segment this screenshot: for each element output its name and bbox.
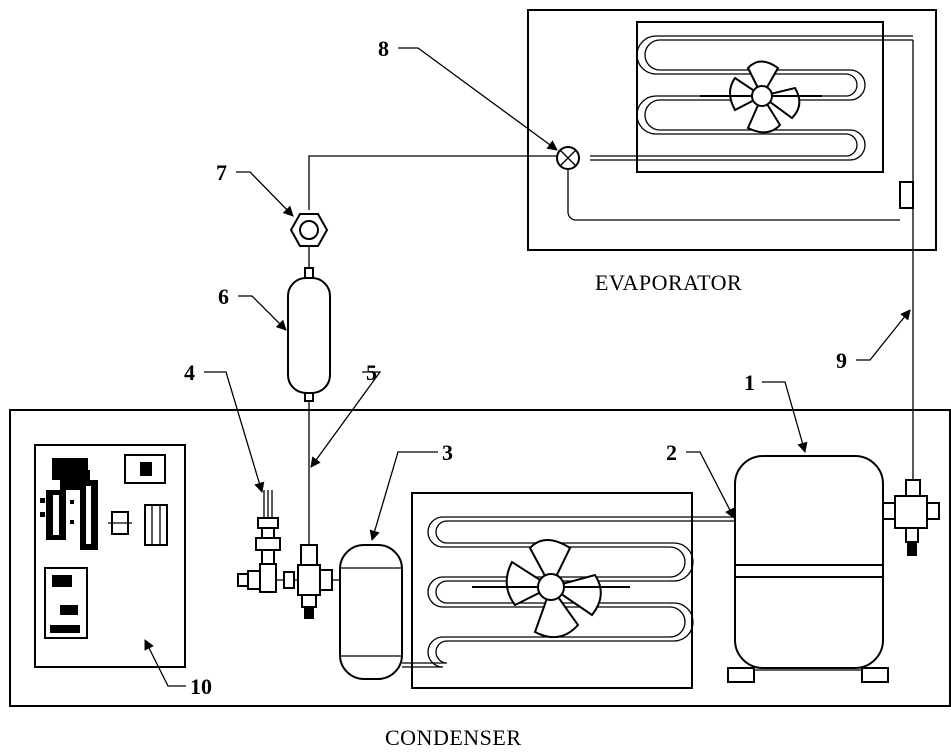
callout-4: 4 (184, 360, 195, 385)
callout-10: 10 (190, 674, 212, 699)
expansion-valve-icon (556, 146, 580, 170)
liquid-line (308, 155, 557, 210)
compressor (727, 455, 940, 683)
condenser-fan-icon (472, 539, 630, 639)
callout-leaders (144, 47, 911, 687)
callout-9: 9 (836, 348, 847, 373)
evaporator-fan-icon (700, 60, 822, 134)
callout-5: 5 (366, 360, 377, 385)
sensing-bulb (899, 181, 914, 209)
callout-7: 7 (216, 160, 227, 185)
condenser-unit (9, 409, 951, 707)
filter-drier (287, 246, 331, 545)
evaporator-label: EVAPORATOR (595, 270, 742, 295)
callout-8: 8 (378, 36, 389, 61)
callout-2: 2 (666, 440, 677, 465)
callout-3: 3 (442, 440, 453, 465)
pressure-switch (237, 490, 300, 593)
condenser-coil (402, 492, 735, 689)
callout-1: 1 (744, 370, 755, 395)
sight-glass-icon (289, 213, 329, 247)
control-board (34, 444, 186, 668)
condenser-label: CONDENSER (385, 725, 522, 748)
receiver-tank (339, 544, 403, 680)
callout-6: 6 (218, 284, 229, 309)
evaporator-unit (527, 9, 937, 251)
service-valve (283, 544, 340, 619)
